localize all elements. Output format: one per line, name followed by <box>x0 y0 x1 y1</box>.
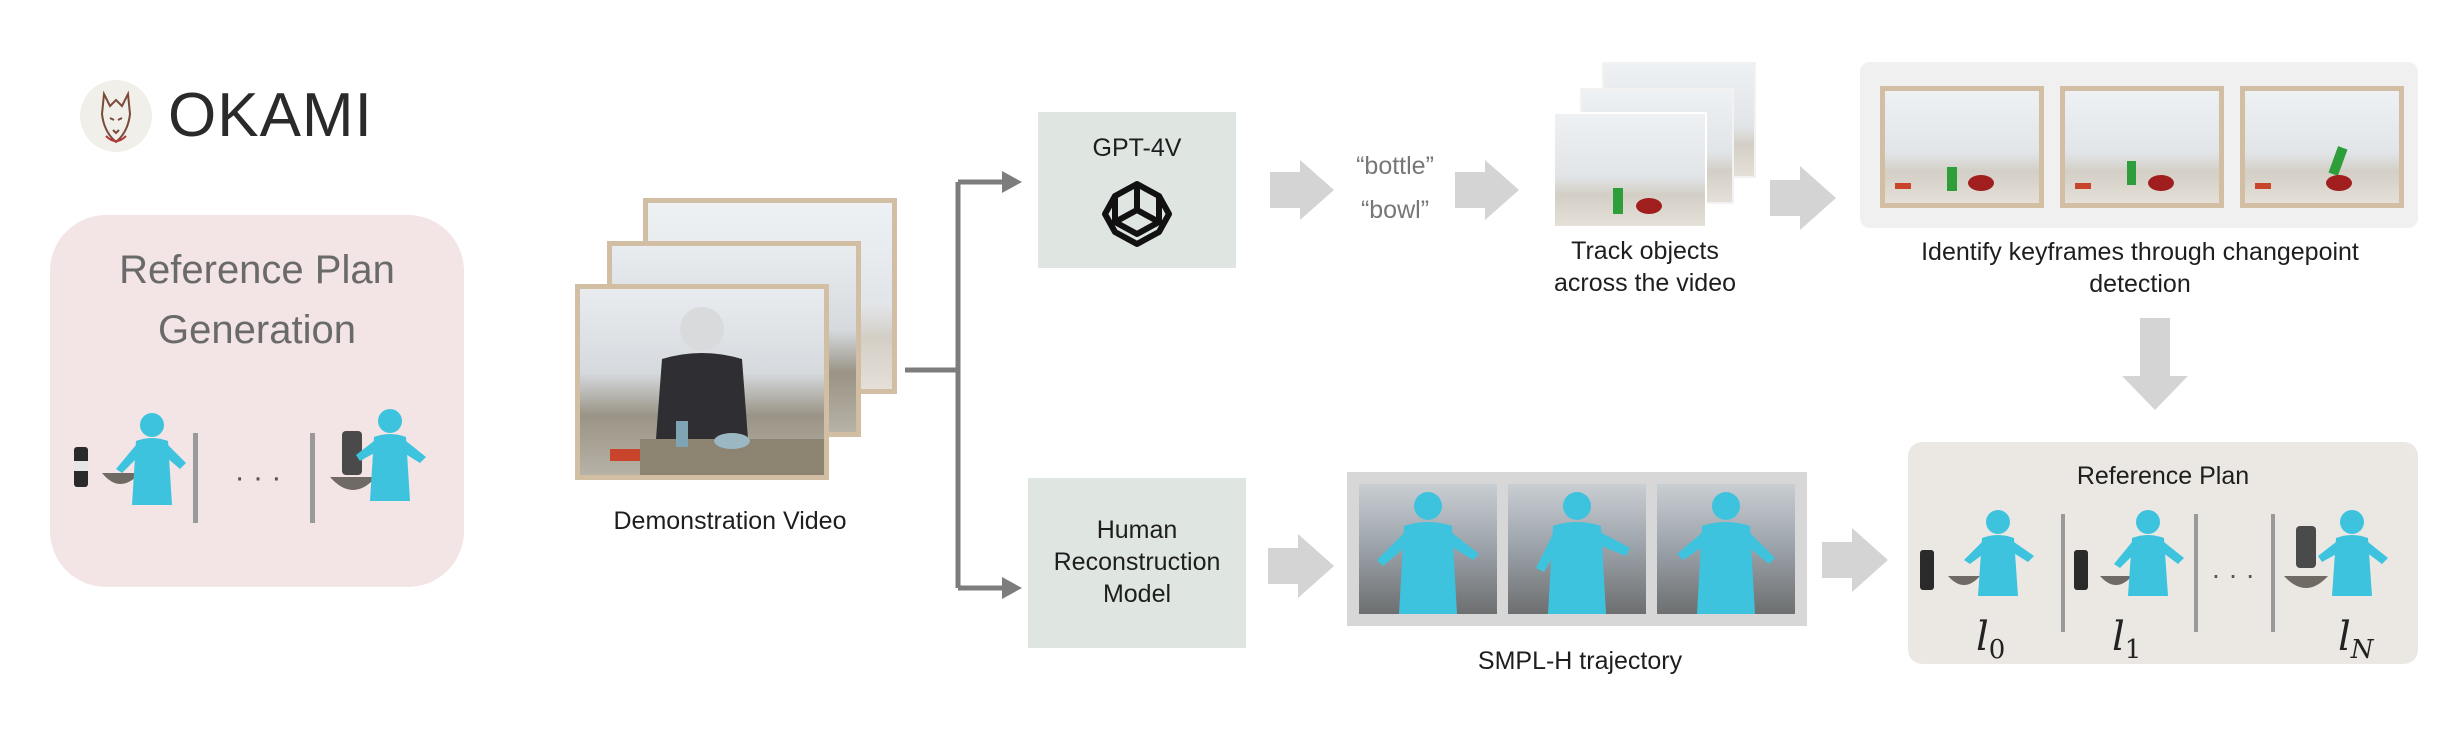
arrowhead <box>1002 171 1022 193</box>
human-figure-icon <box>2114 510 2184 596</box>
flow-arrow <box>1268 534 1334 598</box>
human-reconstruction-box: Human Reconstruction Model <box>1028 478 1246 648</box>
panel-plan-illustration: · · · <box>74 409 426 523</box>
bowl-icon <box>2284 576 2328 588</box>
object-bottle-text: “bottle” <box>1356 152 1434 180</box>
smpl-trajectory-label: SMPL-H trajectory <box>1477 647 1683 675</box>
separator-bar <box>2271 514 2275 632</box>
flow-arrow <box>1455 160 1519 220</box>
reference-plan-title: Reference Plan <box>2076 462 2250 490</box>
bowl-icon <box>102 473 140 484</box>
wolf-logo-icon <box>80 80 152 152</box>
reference-plan-generation-panel: Reference Plan Generation · · · <box>50 215 464 587</box>
flow-arrow <box>1822 528 1888 592</box>
bowl-icon <box>1948 576 1980 585</box>
openai-logo-icon <box>1102 181 1172 247</box>
keyframe-1 <box>1880 86 2044 208</box>
track-objects-label: Track objects across the video <box>1553 237 1737 297</box>
flow-arrow <box>1270 160 1334 220</box>
human-figure-icon <box>2318 510 2388 596</box>
smpl-frame-1 <box>1359 484 1497 614</box>
smpl-frame-2 <box>1508 484 1646 614</box>
reference-plan-illustration: · · · l0 l1 lN <box>1920 510 2388 664</box>
gpt4v-label: GPT-4V <box>1092 134 1182 162</box>
separator-bar <box>193 433 198 523</box>
keyframes-panel <box>1860 62 2418 228</box>
flow-arrow <box>1770 166 1836 230</box>
step-label-l1: l1 <box>2112 614 2141 664</box>
human-reconstruction-label: Human Reconstruction Model <box>1053 516 1221 608</box>
reference-plan-panel: Reference Plan · · · l0 l1 lN <box>1908 442 2418 664</box>
gpt4v-box: GPT-4V <box>1038 112 1236 268</box>
arrowhead <box>1002 577 1022 599</box>
step-label-l0: l0 <box>1976 614 2005 664</box>
bowl-icon <box>330 477 376 490</box>
keyframe-3 <box>2240 86 2404 208</box>
step-label-lN: lN <box>2338 614 2375 664</box>
brand-name: OKAMI <box>168 81 373 150</box>
bottle-icon <box>2296 526 2316 568</box>
ellipsis-text: · · · <box>2211 559 2255 590</box>
human-figure-icon <box>1964 510 2034 596</box>
smpl-frame-3 <box>1657 484 1795 614</box>
keyframe-2 <box>2060 86 2224 208</box>
keyframes-label: Identify keyframes through changepoint d… <box>1921 238 2359 298</box>
bottle-icon <box>2074 550 2088 590</box>
human-figure-icon <box>356 409 426 501</box>
bottle-icon <box>342 431 362 475</box>
bottle-icon <box>1920 550 1934 590</box>
bowl-icon <box>2100 576 2132 585</box>
demonstration-video-label: Demonstration Video <box>613 507 847 535</box>
video-frame-front <box>575 284 829 480</box>
flow-arrow-down <box>2122 318 2188 410</box>
panel-title: Reference Plan Generation <box>119 248 395 352</box>
track-frame-front <box>1553 112 1707 228</box>
separator-bar <box>2194 514 2198 632</box>
human-figure-icon <box>116 413 186 505</box>
separator-bar <box>310 433 315 523</box>
object-bowl-text: “bowl” <box>1360 196 1430 224</box>
ellipsis-text: · · · <box>235 461 282 494</box>
separator-bar <box>2061 514 2065 632</box>
smpl-trajectory-strip <box>1347 472 1807 626</box>
